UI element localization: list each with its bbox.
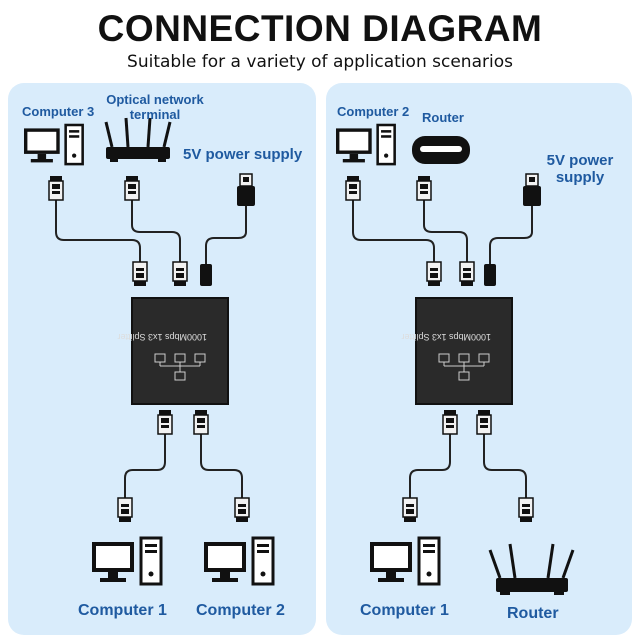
left-computer-1-icon: [90, 536, 163, 586]
left-label-computer-1: Computer 1: [78, 602, 167, 619]
left-plug-3: [132, 261, 148, 287]
left-label-computer-2: Computer 2: [196, 602, 285, 619]
left-plug-5: [157, 409, 173, 435]
right-plug-2: [416, 175, 432, 201]
right-plug-4: [459, 261, 475, 287]
left-label-optical-line2: terminal: [129, 107, 181, 122]
page-title: CONNECTION DIAGRAM: [97, 8, 543, 49]
right-plug-6: [476, 409, 492, 435]
right-cables: [352, 200, 533, 498]
left-label-optical-line1: Optical network: [106, 92, 204, 107]
right-label-router-top: Router: [422, 110, 464, 125]
right-label-power-line2: supply: [555, 169, 605, 186]
left-usb-plug: [236, 173, 256, 207]
right-splitter-text: 1000Mbps 1x3 Splitter: [401, 332, 491, 342]
left-label-optical-terminal: Optical network terminal: [100, 92, 210, 122]
left-plug-1: [48, 175, 64, 201]
left-computer-3-icon: [22, 123, 84, 166]
right-plug-8: [518, 497, 534, 523]
right-label-power-line1: 5V power: [546, 152, 614, 169]
left-plug-6: [193, 409, 209, 435]
left-label-power: 5V power supply: [183, 146, 303, 163]
left-label-computer-3: Computer 3: [22, 104, 95, 119]
right-computer-2-icon: [334, 123, 396, 166]
right-usb-end: [484, 264, 496, 286]
right-splitter-box: 1000Mbps 1x3 Splitter: [401, 297, 513, 405]
right-label-computer-2: Computer 2: [337, 104, 410, 119]
left-cables: [55, 200, 247, 498]
left-plug-4: [172, 261, 188, 287]
left-plug-2: [124, 175, 140, 201]
right-plug-5: [442, 409, 458, 435]
left-splitter-box: 1000Mbps 1x3 Splitter: [117, 297, 229, 405]
right-computer-1-icon: [368, 536, 441, 586]
right-label-router-bottom: Router: [507, 605, 559, 622]
right-router-icon-top: [412, 136, 470, 164]
right-plug-3: [426, 261, 442, 287]
right-plug-7: [402, 497, 418, 523]
left-computer-2-icon: [202, 536, 275, 586]
page-subtitle: Suitable for a variety of application sc…: [127, 52, 513, 72]
right-label-computer-1: Computer 1: [360, 602, 449, 619]
left-splitter-text: 1000Mbps 1x3 Splitter: [117, 332, 207, 342]
right-label-power: 5V power supply: [538, 152, 622, 186]
left-optical-terminal-icon: [104, 117, 172, 162]
right-router-icon-bottom: [488, 543, 575, 595]
left-usb-end: [200, 264, 212, 286]
right-plug-1: [345, 175, 361, 201]
left-plug-8: [234, 497, 250, 523]
left-plug-7: [117, 497, 133, 523]
